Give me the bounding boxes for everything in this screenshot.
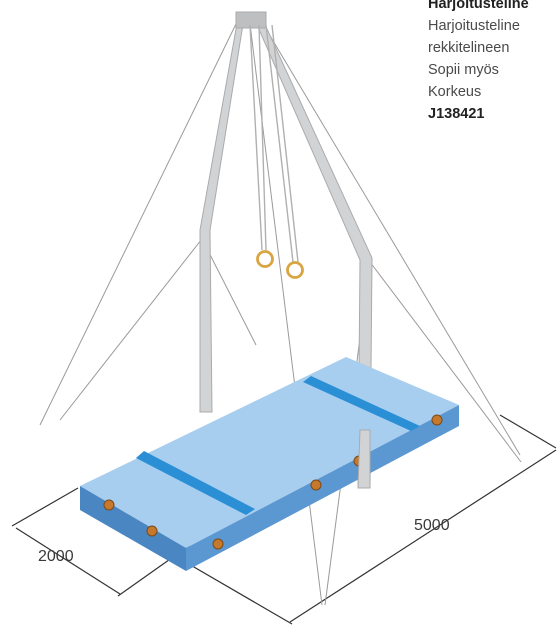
product-line-3: Sopii myös (428, 62, 499, 78)
mat-stripe-2 (303, 376, 420, 431)
extension-line-right (499, 414, 557, 449)
rings (249, 24, 304, 279)
product-line-4: Korkeus (428, 84, 482, 100)
length-dimension-line (289, 449, 557, 623)
width-dimension-line (15, 527, 121, 595)
product-description: Harjoitusteline Harjoitusteline rekkitel… (428, 0, 560, 125)
product-code: J138421 (428, 106, 485, 122)
length-dimension-label: 5000 (414, 517, 450, 534)
gymnastic-ring-left (256, 250, 274, 268)
frame-top-beam (235, 11, 267, 29)
landing-mat (80, 357, 459, 571)
frame-leg-left (199, 17, 245, 413)
product-heading: Harjoitusteline (428, 0, 529, 12)
product-line-1: Harjoitusteline (428, 18, 520, 34)
product-line-2: rekkitelineen (428, 40, 510, 56)
extension-line-mid2 (174, 555, 293, 625)
dimension-lines (11, 414, 557, 625)
extension-line-left (11, 487, 79, 527)
mat-stripe-1 (136, 451, 255, 515)
width-dimension-label: 2000 (38, 548, 74, 565)
mat-right-side (186, 405, 459, 571)
gymnastic-ring-right (286, 261, 304, 279)
